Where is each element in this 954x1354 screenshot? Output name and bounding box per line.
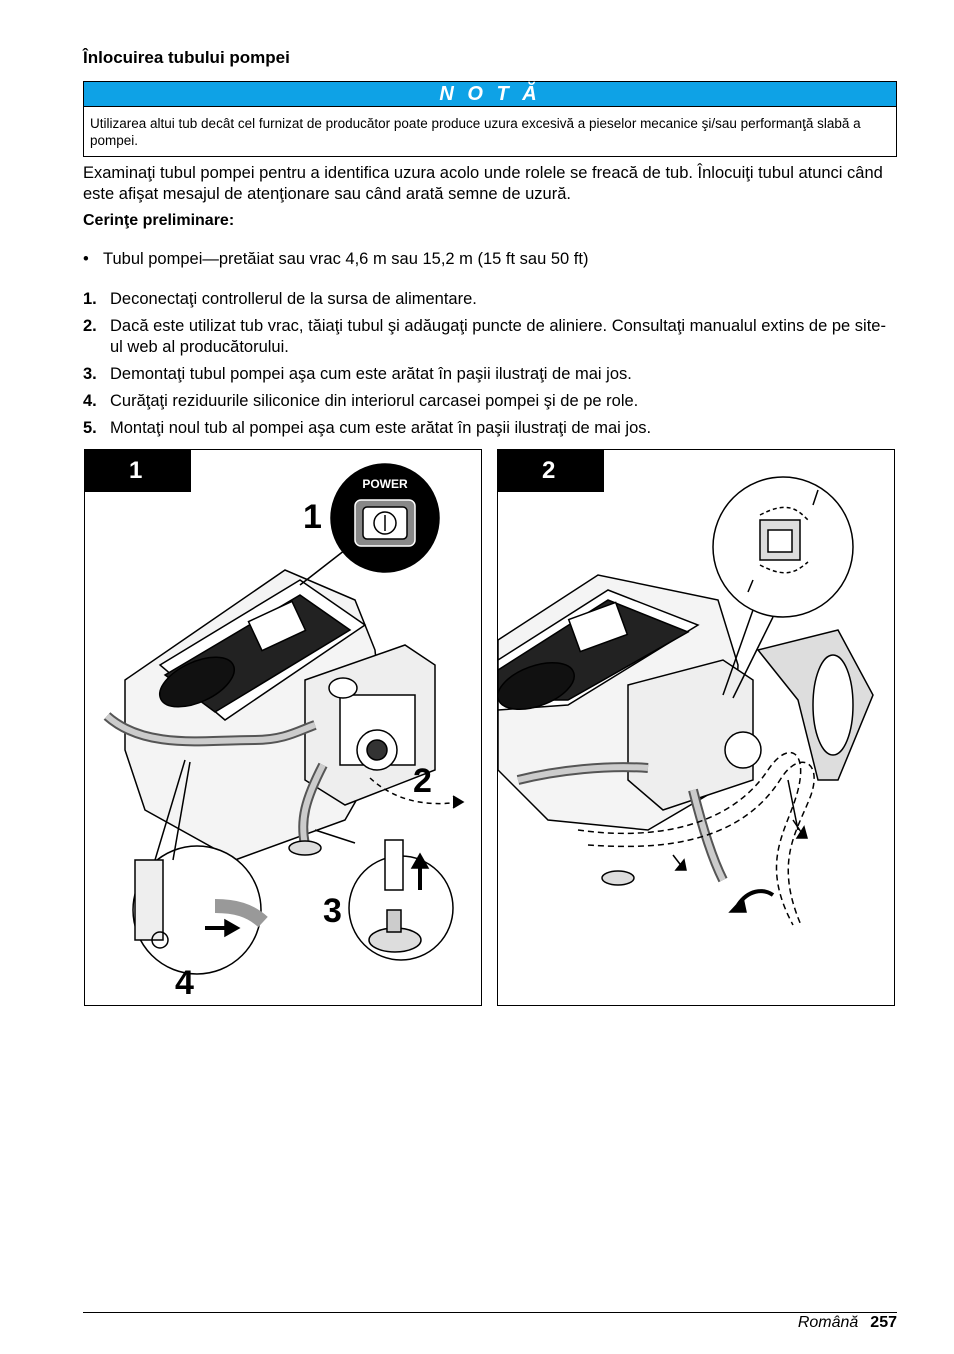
callout-1: 1 — [303, 498, 322, 536]
step-item: 4. Curăţaţi reziduurile siliconice din in… — [83, 391, 897, 412]
step-text: Curăţaţi reziduurile siliconice din inte… — [110, 392, 639, 410]
step-number: 5. — [83, 419, 97, 437]
step-number: 3. — [83, 365, 97, 383]
note-box: N O T Ă Utilizarea altui tub decât cel f… — [83, 81, 897, 157]
prerequisite-item: • Tubul pompei—pretăiat sau vrac 4,6 m sa… — [83, 249, 588, 270]
step-text: Demontaţi tubul pompei aşa cum este arăt… — [110, 365, 632, 383]
figure-1-tag: 1 — [85, 450, 191, 492]
footer-divider — [83, 1312, 897, 1313]
steps-list: 1. Deconectaţi controllerul de la sursa d… — [83, 289, 897, 445]
section-heading: Înlocuirea tubului pompei — [83, 48, 290, 67]
note-label: N O T Ă — [84, 82, 896, 107]
step-item: 5. Montaţi noul tub al pompei aşa cum est… — [83, 418, 897, 439]
figure-1-illustration — [103, 463, 465, 975]
callout-4: 4 — [175, 964, 194, 1002]
step-text: Montaţi noul tub al pompei aşa cum este … — [110, 419, 652, 437]
step-text: Deconectaţi controllerul de la sursa de … — [110, 290, 477, 308]
intro-paragraph: Examinaţi tubul pompei pentru a identifi… — [83, 164, 883, 203]
step-text: Dacă este utilizat tub vrac, tăiaţi tubu… — [110, 317, 886, 356]
figure-2-tag: 2 — [498, 450, 604, 492]
page-number: 257 — [870, 1314, 897, 1331]
bullet-icon: • — [83, 250, 89, 268]
note-text: Utilizarea altui tub decât cel furnizat … — [90, 116, 861, 148]
step-item: 1. Deconectaţi controllerul de la sursa d… — [83, 289, 897, 310]
prerequisite-text: Tubul pompei—pretăiat sau vrac 4,6 m sau… — [103, 250, 589, 268]
step-item: 2. Dacă este utilizat tub vrac, tăiaţi tu… — [83, 316, 897, 358]
power-label: POWER — [362, 477, 408, 491]
callout-2: 2 — [413, 762, 432, 800]
callout-3: 3 — [323, 892, 342, 930]
page-footer: Română 257 — [798, 1313, 897, 1333]
step-number: 4. — [83, 392, 97, 410]
step-number: 1. — [83, 290, 97, 308]
figure-1: 1 POWER 1 2 3 4 — [84, 449, 482, 1006]
figure-2-illustration — [498, 476, 874, 926]
step-item: 3. Demontaţi tubul pompei aşa cum este ar… — [83, 364, 897, 385]
figure-2: 2 — [497, 449, 895, 1006]
prerequisites-title: Cerinţe preliminare: — [83, 212, 235, 229]
footer-language: Română — [797, 1314, 859, 1331]
step-number: 2. — [83, 317, 97, 335]
